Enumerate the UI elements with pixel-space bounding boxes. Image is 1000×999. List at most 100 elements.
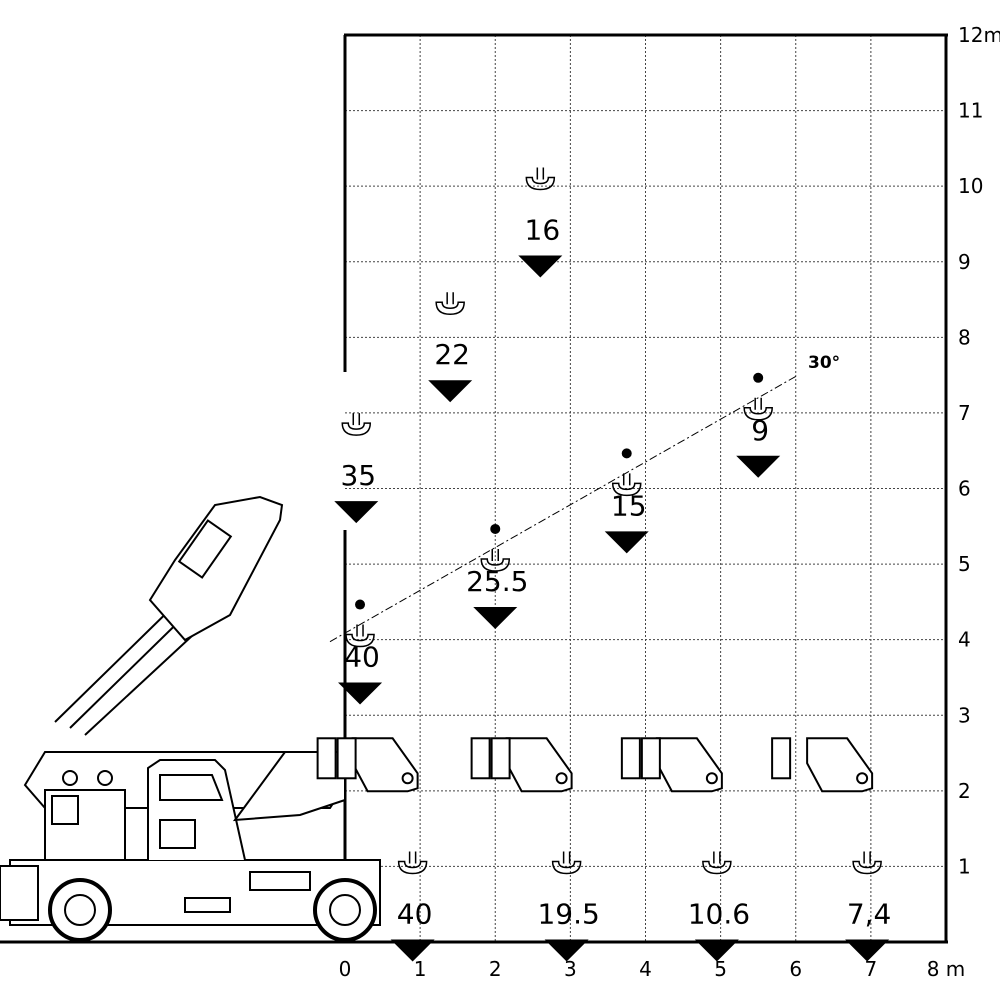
y-tick-label: 10: [958, 174, 983, 198]
load-triangle-marker: [736, 455, 781, 478]
load-value-label: 7,4: [847, 898, 892, 931]
x-tick-label: 7: [865, 957, 878, 981]
load-value-label: 19.5: [537, 898, 599, 931]
boom-section: [640, 737, 661, 780]
crane-vehicle-drawing: [0, 495, 381, 942]
pulley-icon: [401, 772, 414, 785]
y-tick-label: 2: [958, 779, 971, 803]
hook-shape: [345, 624, 375, 648]
load-value-label: 25.5: [466, 565, 528, 598]
angle-line: [329, 375, 796, 643]
y-tick-label: 7: [958, 401, 971, 425]
wheel-right-icon: [313, 878, 377, 942]
cab-window: [159, 774, 224, 801]
load-triangle-marker: [518, 255, 563, 278]
hook-shape: [611, 473, 642, 497]
boom-head-extended: [148, 495, 284, 642]
load-point-dot: [355, 599, 366, 610]
side-panel: [249, 871, 311, 891]
boom-head-plate: [806, 737, 874, 793]
hook-icon: [852, 851, 882, 875]
boom-head: [316, 737, 419, 793]
load-value-label: 16: [525, 214, 561, 247]
load-triangle-marker: [334, 501, 379, 524]
rear-bumper: [0, 865, 39, 921]
boom-heads: [316, 737, 874, 793]
x-tick-label: 3: [564, 957, 577, 981]
x-tick-label: 0: [339, 957, 352, 981]
hook-shape: [480, 548, 511, 572]
hole-icon: [62, 770, 78, 786]
load-point-dot: [621, 448, 632, 459]
load-triangle-marker: [694, 939, 739, 962]
load-triangle-marker: [544, 939, 589, 962]
x-tick-label: 2: [489, 957, 502, 981]
x-tick-label: 8 m: [927, 957, 966, 981]
hole-icon: [97, 770, 113, 786]
x-tick-label: 6: [789, 957, 802, 981]
wheel-left-icon: [48, 878, 112, 942]
y-tick-label: 6: [958, 477, 971, 501]
hook-icon: [480, 548, 511, 572]
hook-shape: [702, 851, 732, 875]
boom-section: [336, 737, 357, 780]
hook-shape: [551, 851, 582, 875]
boom-section: [470, 737, 491, 780]
hook-icon: [551, 851, 582, 875]
hook-icon: [611, 473, 642, 497]
pulley-icon: [856, 772, 869, 785]
y-tick-label: 4: [958, 628, 971, 652]
load-value-label: 15: [611, 489, 647, 522]
load-triangle-marker: [428, 380, 473, 403]
x-tick-label: 5: [714, 957, 727, 981]
hook-icon: [345, 624, 375, 648]
hook-icon: [435, 292, 465, 315]
boom-section: [771, 737, 792, 780]
x-tick-label: 4: [639, 957, 652, 981]
load-value-label: 22: [434, 338, 470, 371]
load-triangle-marker: [473, 606, 518, 629]
boom-section: [620, 737, 641, 780]
load-value-label: 9: [751, 414, 769, 447]
cab-frame: [147, 759, 246, 861]
load-value-label: 40: [397, 898, 433, 931]
y-tick-label: 12m: [958, 23, 1000, 47]
y-tick-label: 1: [958, 854, 971, 878]
seat: [159, 819, 196, 849]
hook-shape: [435, 292, 465, 315]
boom-section: [316, 737, 337, 780]
load-triangle-marker: [845, 939, 890, 962]
boom-section: [177, 519, 233, 579]
step: [184, 897, 231, 913]
load-point-dot: [753, 372, 764, 383]
hook-shape: [743, 397, 773, 421]
pulley-icon: [555, 772, 568, 785]
hook-icon: [341, 413, 372, 436]
hook-shape: [341, 413, 372, 436]
wheel-right-hub: [329, 894, 361, 926]
hook-icon: [743, 397, 773, 421]
hook-icon: [397, 851, 428, 875]
y-tick-label: 3: [958, 703, 971, 727]
x-tick-label: 1: [414, 957, 427, 981]
load-point-dot: [490, 523, 501, 534]
load-triangle-marker: [338, 682, 383, 705]
load-triangle-marker: [604, 531, 649, 554]
boom-head: [620, 737, 723, 793]
hook-shape: [525, 167, 556, 191]
hook-icon: [702, 851, 732, 875]
y-tick-label: 8: [958, 325, 971, 349]
load-value-label: 40: [344, 641, 380, 674]
control-box: [51, 795, 79, 825]
y-tick-label: 9: [958, 250, 971, 274]
boom-head: [470, 737, 573, 793]
pulley-icon: [705, 772, 718, 785]
load-triangle-marker: [390, 939, 435, 962]
angle-label: 30°: [808, 353, 840, 373]
wheel-left-hub: [64, 894, 96, 926]
engine-block: [44, 789, 126, 861]
boom-head: [771, 737, 874, 793]
